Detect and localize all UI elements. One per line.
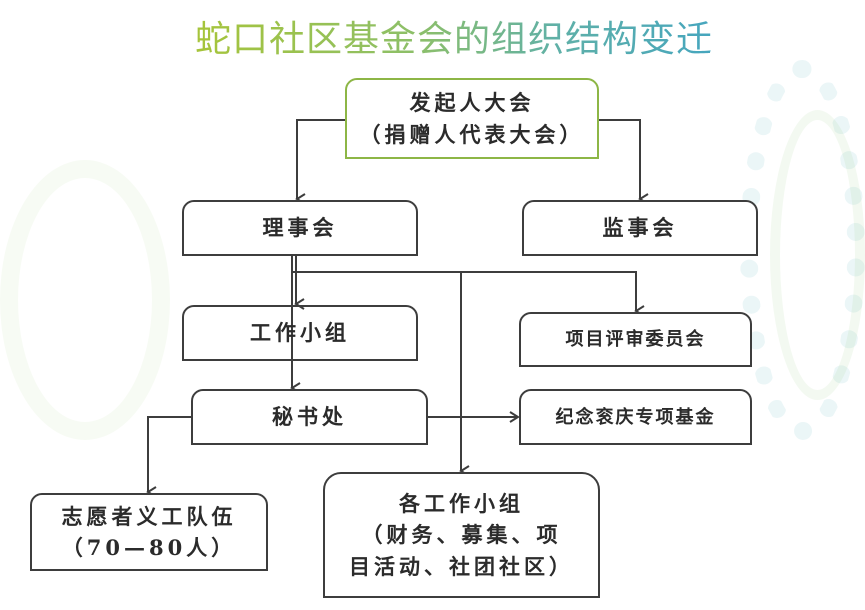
edge-board-project-review (293, 271, 645, 317)
node-label: 发起人大会 (409, 90, 535, 115)
edge-secretariat-volunteers (146, 416, 191, 498)
node-working-group: 工作小组 (182, 305, 418, 361)
node-label: 理事会 (262, 215, 338, 241)
node-label: 志愿者义工队伍 (61, 503, 237, 529)
node-label: 工作小组 (250, 320, 350, 346)
node-label: 监事会 (602, 215, 678, 241)
page-title: 蛇口社区基金会的组织结构变迁 (195, 10, 755, 62)
node-label: 纪念衮庆专项基金 (555, 406, 716, 428)
edge-founders-supervisors (598, 119, 649, 205)
node-label: （70—80人） (61, 535, 237, 560)
node-label: （捐赠人代表大会） (359, 121, 585, 147)
edge-founders-board (295, 119, 345, 205)
node-label: 秘书处 (272, 404, 347, 430)
node-work-groups: 各工作小组 （财务、募集、项 目活动、社团社区） (323, 472, 600, 598)
node-supervisors: 监事会 (522, 200, 758, 256)
node-memorial-fund: 纪念衮庆专项基金 (519, 389, 752, 445)
node-secretariat: 秘书处 (191, 389, 428, 445)
node-label: 项目评审委员会 (565, 329, 706, 350)
node-volunteers: 志愿者义工队伍 （70—80人） (30, 493, 268, 571)
node-label: 目活动、社团社区） (349, 553, 574, 579)
node-label: 各工作小组 (399, 490, 524, 516)
node-board: 理事会 (182, 200, 418, 256)
node-founders-assembly: 发起人大会 （捐赠人代表大会） (345, 78, 599, 159)
node-label: （财务、募集、项 (361, 522, 562, 548)
node-project-review: 项目评审委员会 (519, 312, 752, 367)
